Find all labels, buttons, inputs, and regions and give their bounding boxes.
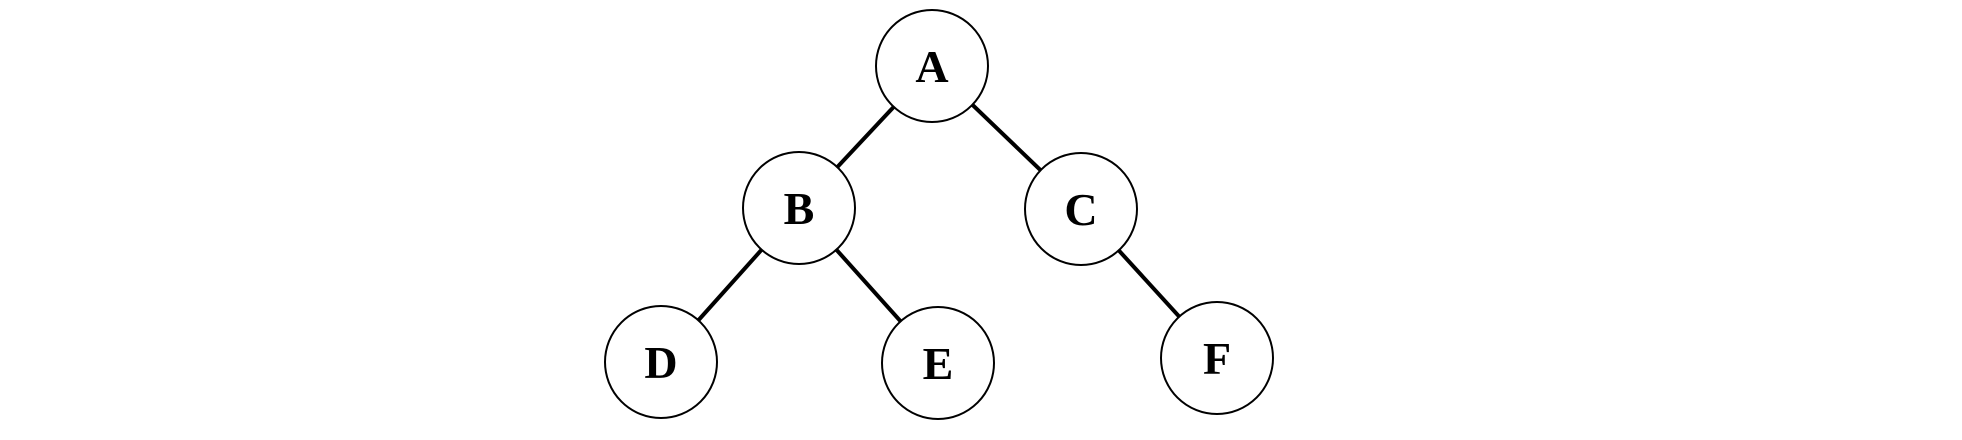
tree-node-circle-D	[604, 305, 718, 419]
tree-node-circle-A	[875, 9, 989, 123]
tree-node-label-F: F	[1203, 333, 1231, 384]
tree-node-label-E: E	[923, 338, 954, 389]
tree-node-label-D: D	[644, 337, 677, 388]
tree-node-D: D	[604, 305, 718, 419]
tree-node-circle-E	[881, 306, 995, 420]
tree-node-E: E	[881, 306, 995, 420]
tree-node-F: F	[1160, 301, 1274, 415]
tree-node-C: C	[1024, 152, 1138, 266]
tree-node-circle-F	[1160, 301, 1274, 415]
tree-node-label-B: B	[784, 183, 815, 234]
tree-node-circle-B	[742, 151, 856, 265]
tree-node-label-A: A	[915, 41, 948, 92]
tree-node-label-C: C	[1064, 184, 1097, 235]
tree-node-circle-C	[1024, 152, 1138, 266]
tree-node-B: B	[742, 151, 856, 265]
tree-node-A: A	[875, 9, 989, 123]
